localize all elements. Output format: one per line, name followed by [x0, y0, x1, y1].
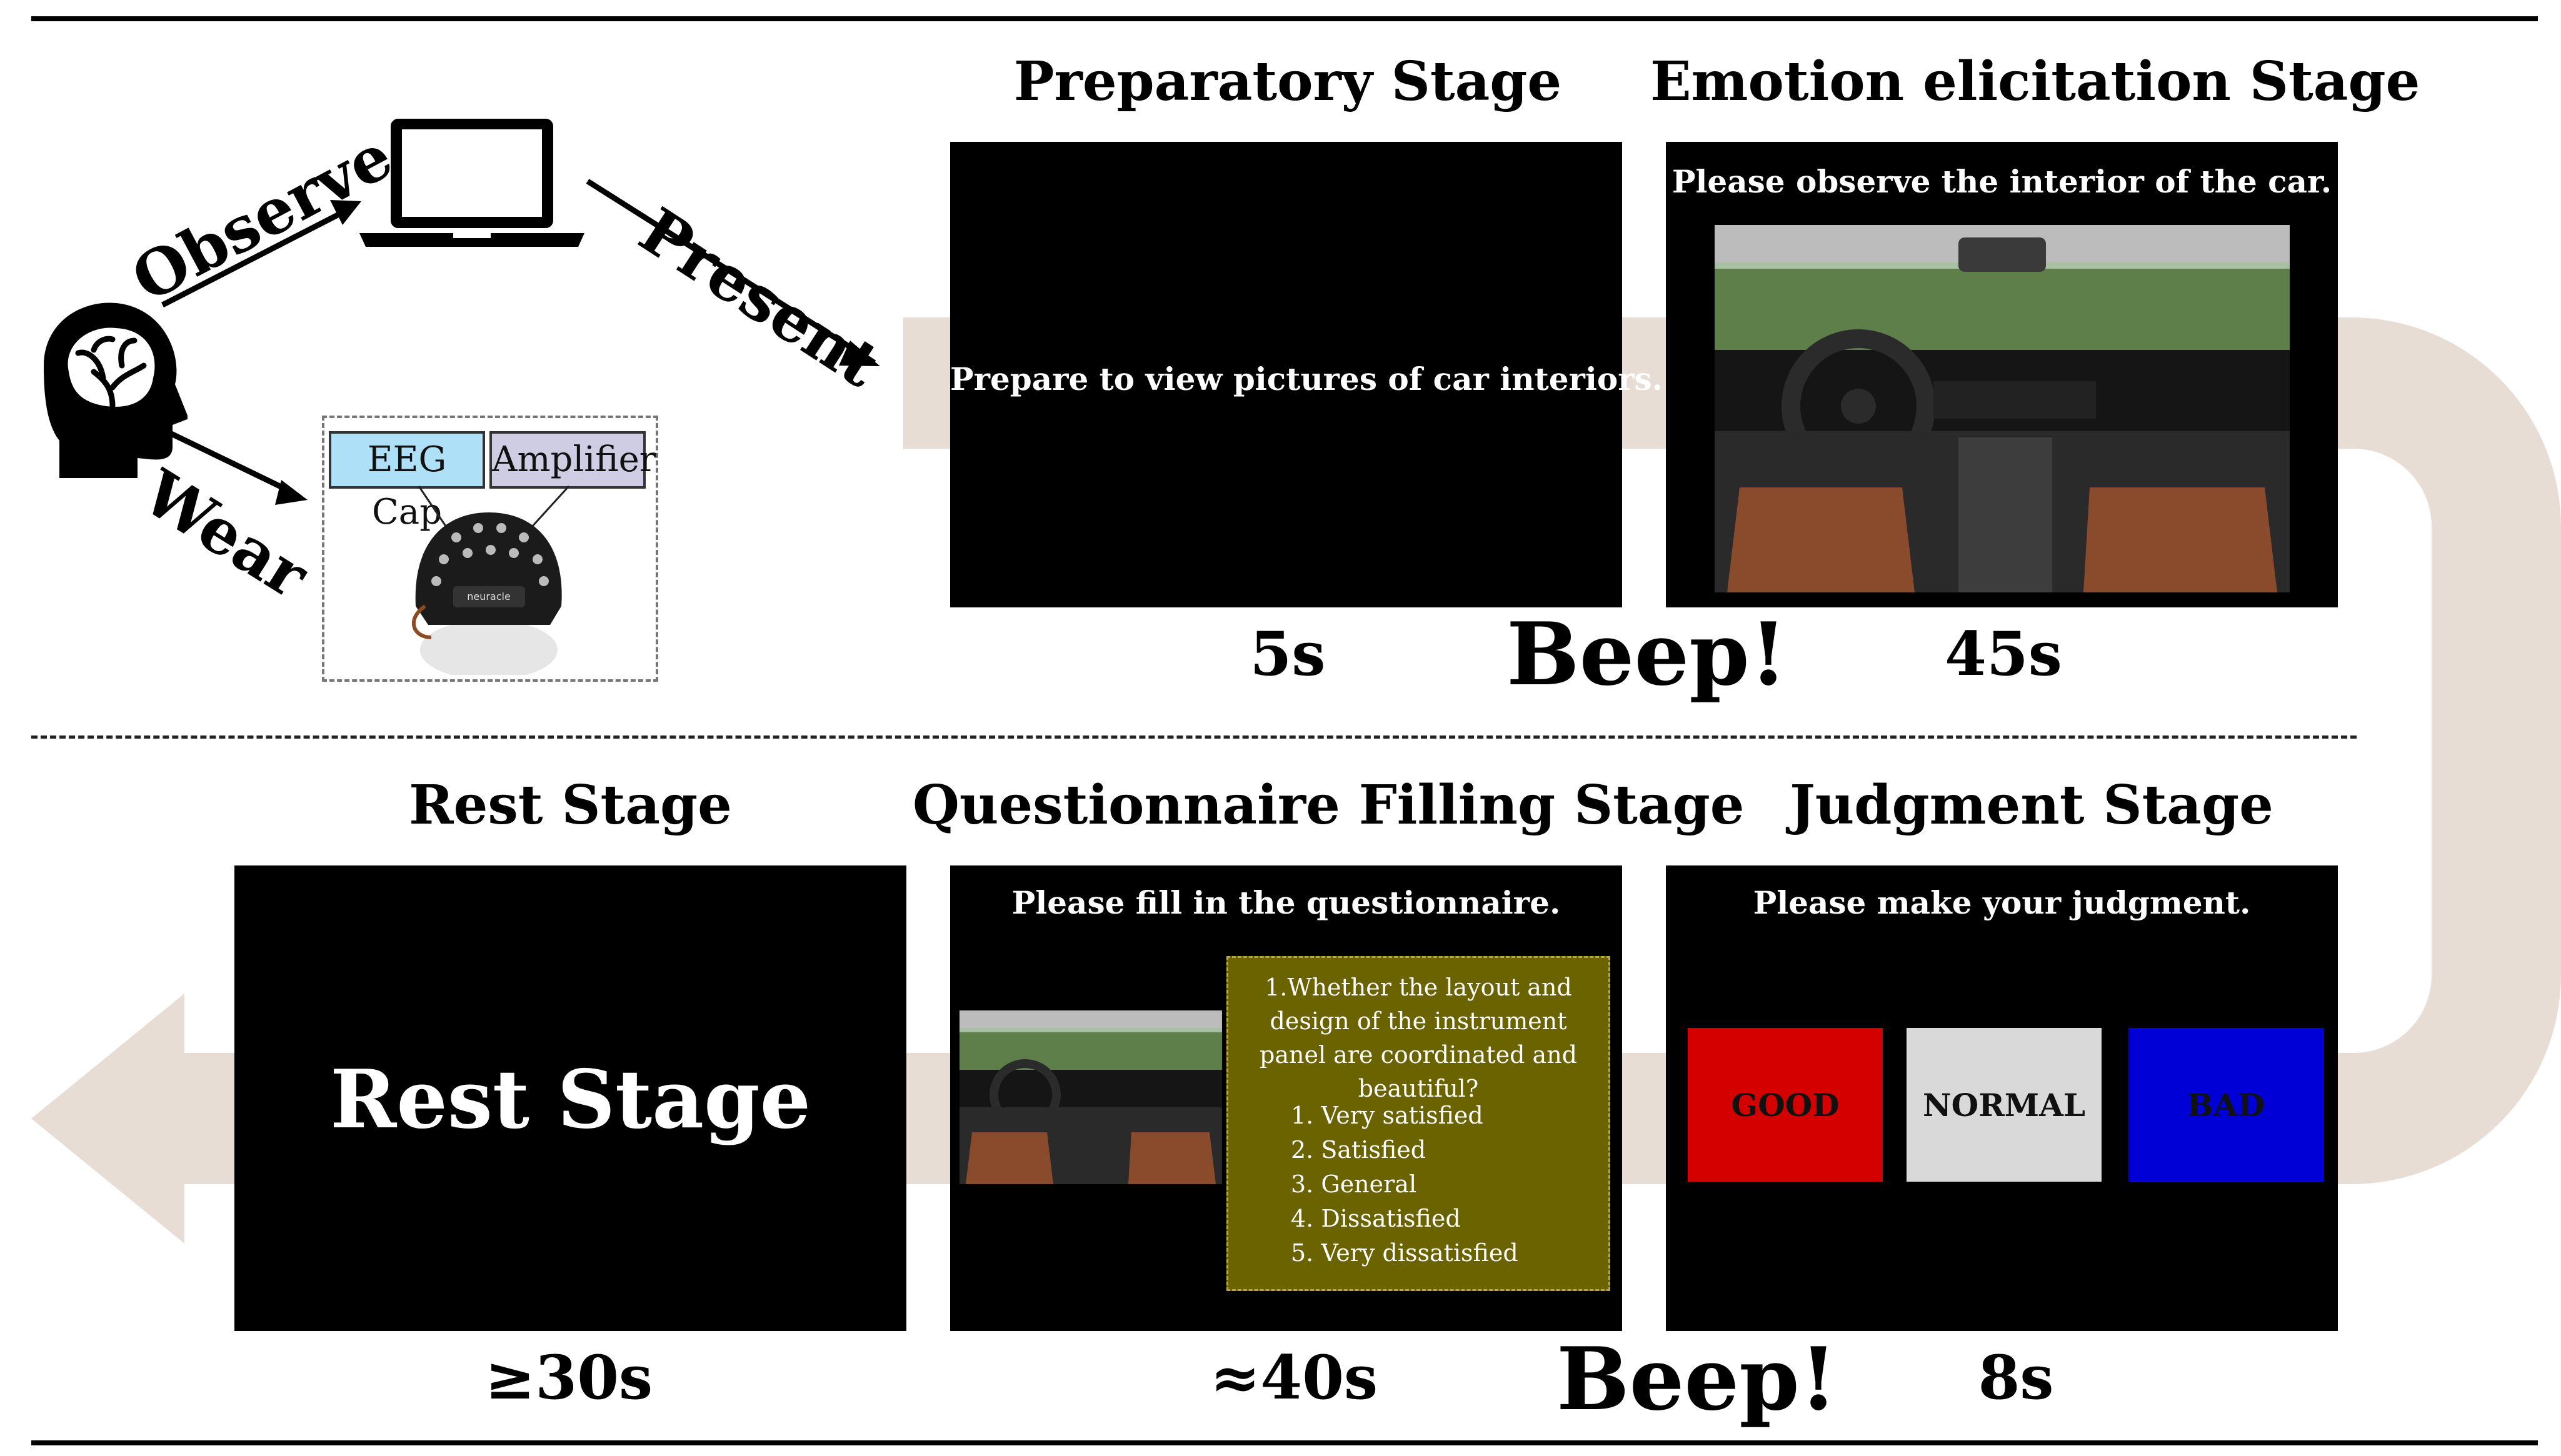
rest-screen: Rest Stage: [234, 865, 906, 1331]
bottom-rule: [31, 1440, 2538, 1445]
questionnaire-duration: ≈40s: [1210, 1342, 1378, 1413]
option-2[interactable]: 2. Satisfied: [1291, 1136, 1426, 1164]
preparatory-duration: 5s: [1250, 619, 1326, 689]
section-divider: [31, 735, 2357, 739]
questionnaire-screen-text: Please fill in the questionnaire.: [1011, 884, 1561, 921]
judgment-duration: 8s: [1978, 1342, 2054, 1413]
preparatory-title: Preparatory Stage: [1013, 50, 1562, 113]
emotion-screen: Please observe the interior of the car.: [1666, 142, 2338, 607]
answer-options: 1. Very satisfied 2. Satisfied 3. Genera…: [1291, 1099, 1518, 1270]
option-5[interactable]: 5. Very dissatisfied: [1291, 1239, 1518, 1267]
option-3[interactable]: 3. General: [1291, 1170, 1417, 1198]
option-1[interactable]: 1. Very satisfied: [1291, 1102, 1483, 1129]
laptop-icon: [359, 119, 584, 247]
rest-duration: ≥30s: [484, 1342, 653, 1413]
judgment-screen-text: Please make your judgment.: [1753, 884, 2251, 921]
questionnaire-title: Questionnaire Filling Stage: [913, 774, 1745, 837]
questionnaire-box: 1.Whether the layout and design of the i…: [1226, 956, 1610, 1291]
beep-top: Beep!: [1506, 603, 1788, 705]
setup-arrows: [152, 179, 880, 505]
emotion-title: Emotion elicitation Stage: [1650, 50, 2420, 113]
emotion-screen-text: Please observe the interior of the car.: [1671, 163, 2332, 200]
beep-bottom: Beep!: [1556, 1328, 1838, 1430]
normal-button[interactable]: NORMAL: [1907, 1028, 2102, 1182]
svg-text:neuracle: neuracle: [467, 591, 511, 602]
bad-button[interactable]: BAD: [2128, 1028, 2323, 1182]
good-button[interactable]: GOOD: [1688, 1028, 1883, 1182]
rest-screen-text: Rest Stage: [330, 1053, 811, 1147]
rest-title: Rest Stage: [409, 774, 732, 837]
question-text: 1.Whether the layout and design of the i…: [1260, 974, 1577, 1102]
top-rule: [31, 16, 2538, 21]
eeg-cap-photo: neuracle: [411, 485, 570, 675]
judgment-title: Judgment Stage: [1790, 774, 2273, 837]
amplifier-tag: Amplifier: [489, 431, 656, 489]
car-interior-thumbnail: [960, 1010, 1222, 1184]
eeg-cap-tag: EEG Cap: [329, 431, 485, 532]
emotion-duration: 45s: [1945, 619, 2062, 689]
preparatory-screen: Prepare to view pictures of car interior…: [950, 142, 1663, 607]
eeg-setup-box: [322, 416, 658, 682]
head-brain-icon: [44, 302, 188, 478]
preparatory-screen-text: Prepare to view pictures of car interior…: [950, 361, 1663, 397]
car-interior-image: [1715, 225, 2290, 592]
option-4[interactable]: 4. Dissatisfied: [1291, 1205, 1461, 1232]
